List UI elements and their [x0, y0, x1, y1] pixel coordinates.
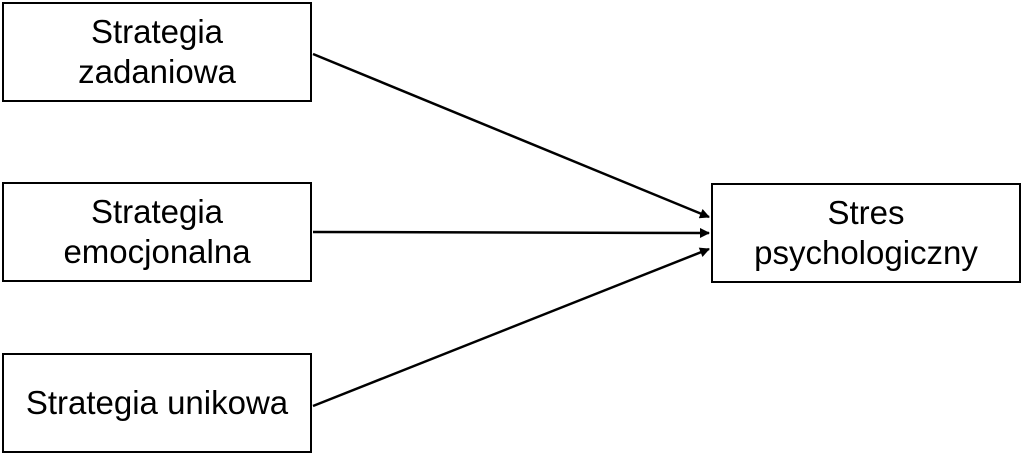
node-strategia-zadaniowa-label: Strategia zadaniowa	[78, 13, 236, 90]
node-strategia-emocjonalna-label: Strategia emocjonalna	[63, 193, 251, 270]
arrow-strategia-unikowa-to-stres-psychologiczny	[312, 247, 710, 408]
node-strategia-unikowa: Strategia unikowa	[2, 353, 312, 453]
node-strategia-unikowa-label: Strategia unikowa	[25, 384, 289, 421]
arrow-strategia-emocjonalna-to-stres-psychologiczny	[312, 227, 710, 238]
node-stres-psychologiczny-label: Stres psychologiczny	[754, 194, 978, 271]
node-strategia-emocjonalna: Strategia emocjonalna	[2, 182, 312, 282]
node-strategia-zadaniowa: Strategia zadaniowa	[2, 2, 312, 102]
arrow-strategia-zadaniowa-to-stres-psychologiczny	[312, 52, 710, 219]
node-stres-psychologiczny: Stres psychologiczny	[711, 183, 1021, 283]
